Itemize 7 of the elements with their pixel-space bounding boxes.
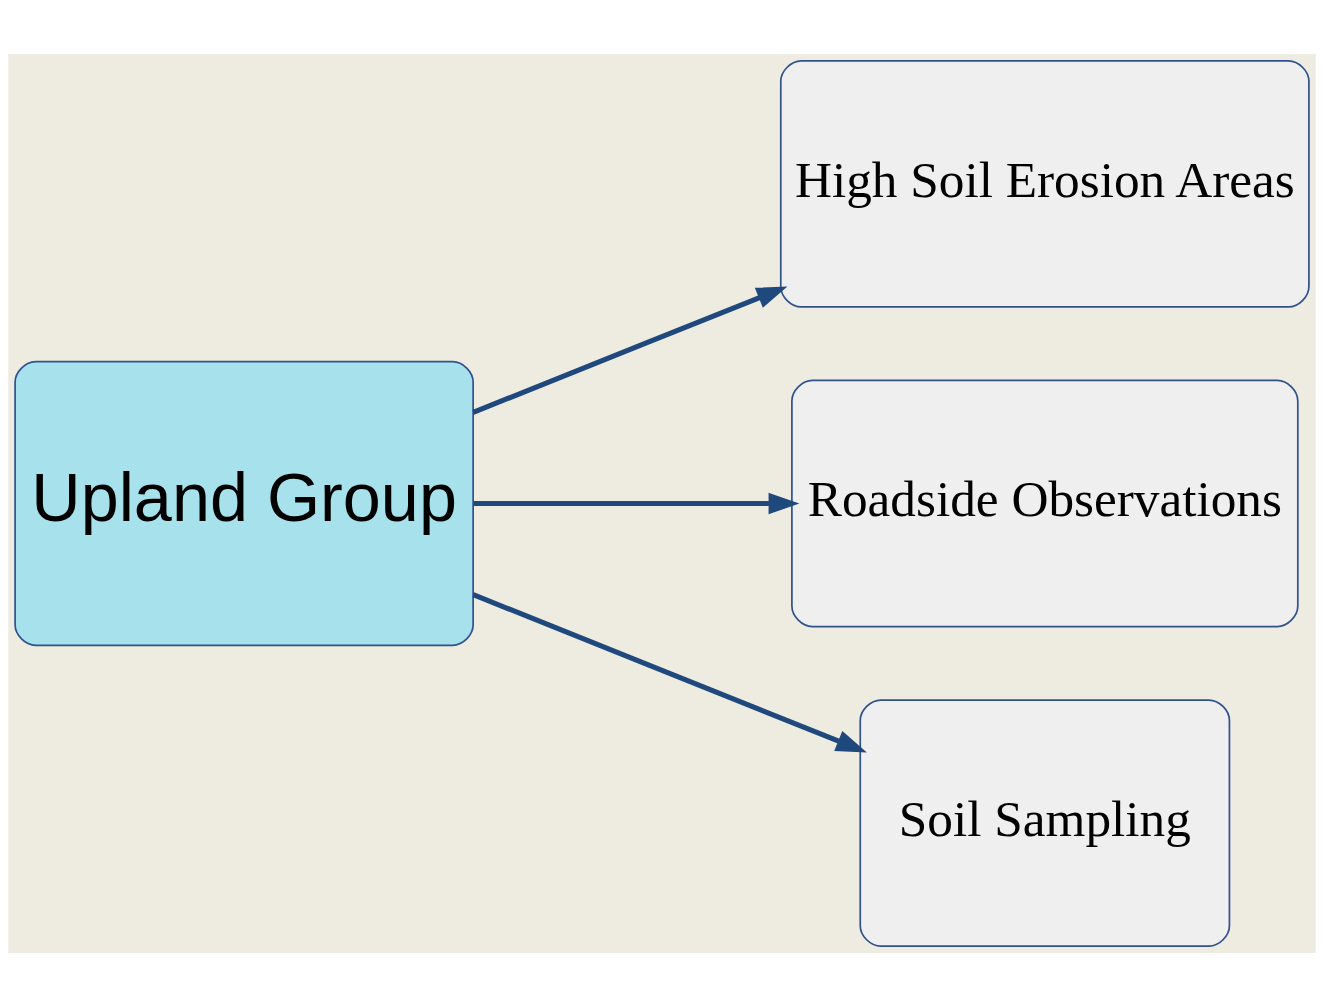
arrow [473, 492, 800, 515]
node-box: Roadside Observations [791, 379, 1299, 628]
node-box: High Soil Erosion Areas [779, 60, 1310, 308]
arrow [472, 286, 788, 415]
node-box: Soil Sampling [859, 699, 1231, 947]
node-box: Upland Group [14, 360, 474, 647]
arrow [472, 592, 867, 753]
